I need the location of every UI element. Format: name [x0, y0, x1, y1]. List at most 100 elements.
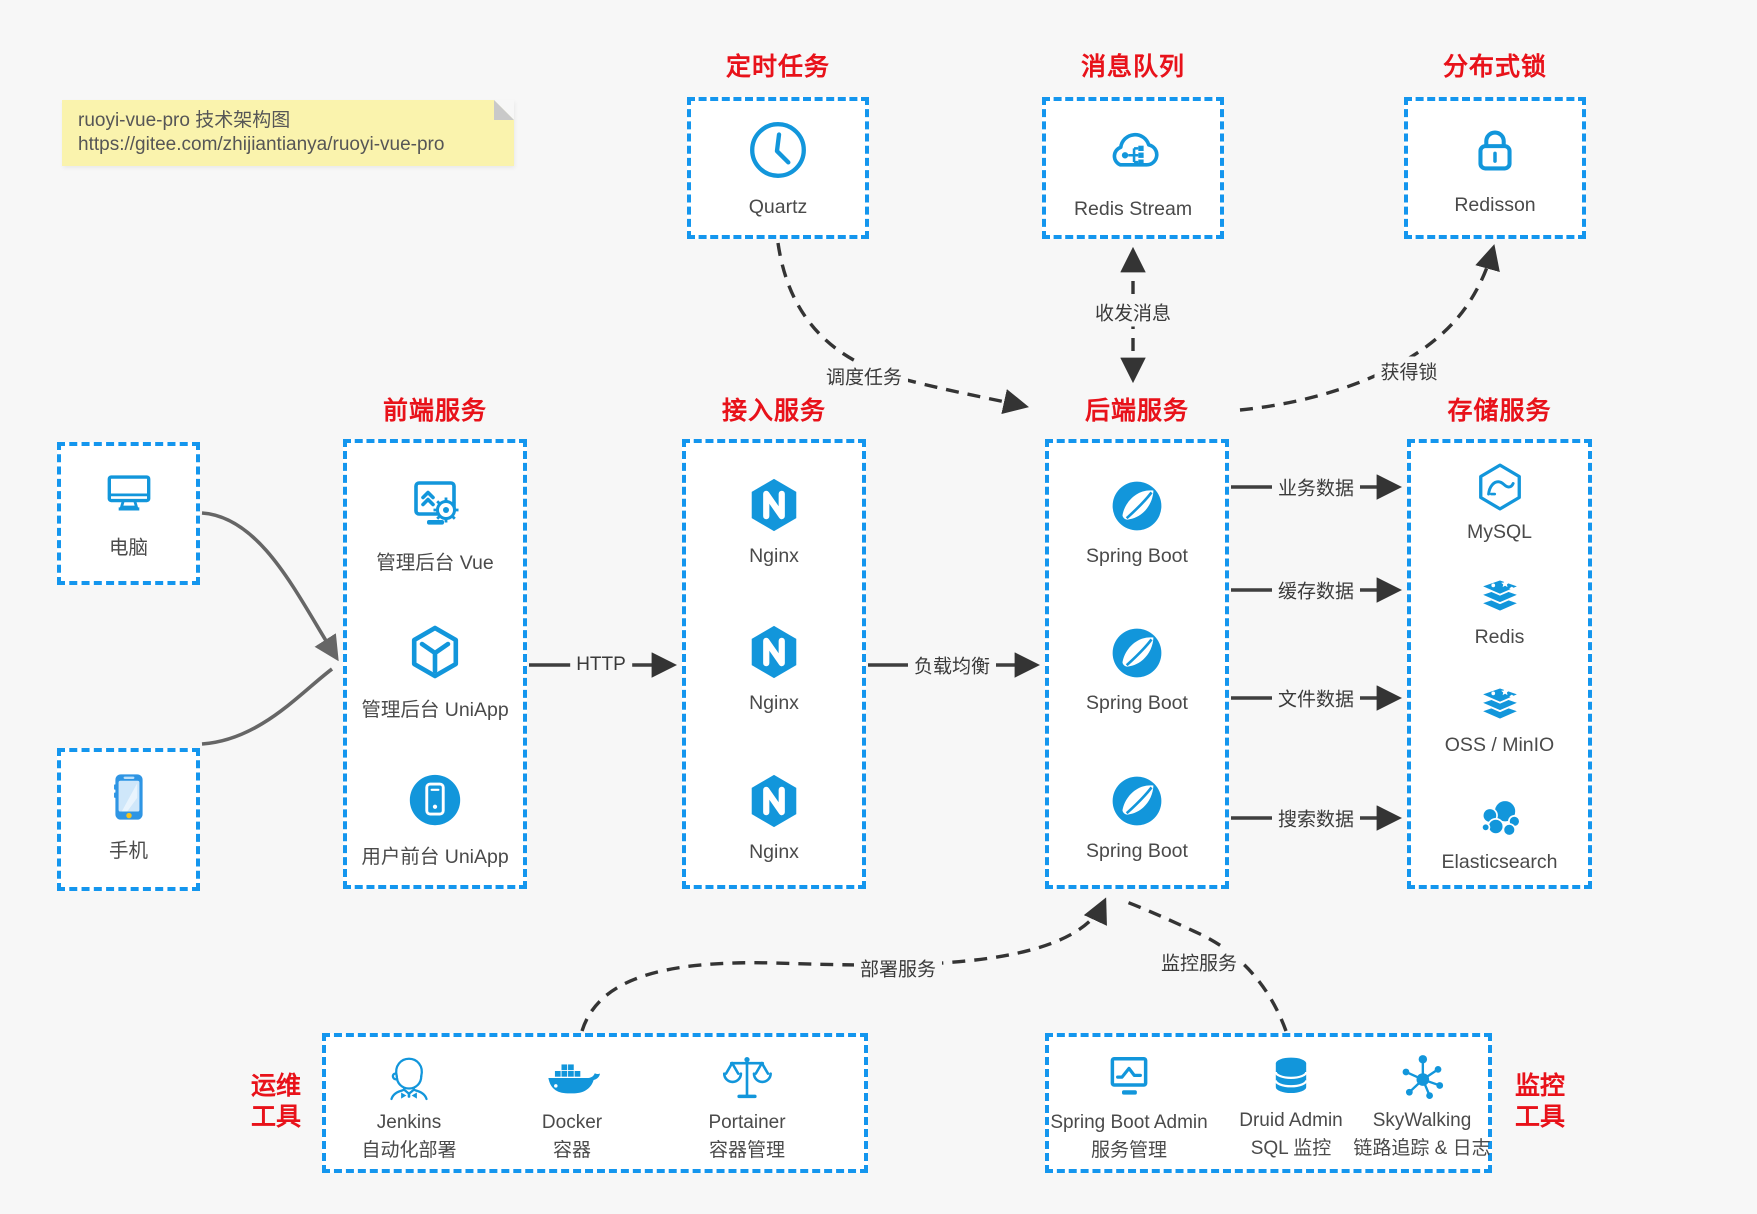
redis-stack-icon: [1473, 674, 1527, 728]
devops-title-line2: 工具: [250, 1103, 301, 1131]
spring-icon: [1107, 771, 1167, 831]
edge-label-monitor: 监控服务: [1154, 947, 1244, 977]
frontend-item-vue-label: 管理后台 Vue: [376, 552, 494, 574]
monitoring-item-druid: Druid Admin SQL 监控: [1201, 1050, 1381, 1160]
edge-label-http: HTTP: [570, 653, 632, 677]
skywalking-name: SkyWalking: [1372, 1110, 1472, 1131]
nginx-icon: [743, 770, 805, 832]
frontend-item-uniapp: 管理后台 UniApp: [347, 620, 523, 722]
redisson-box: Redisson: [1404, 97, 1586, 239]
monitor-chart-icon: [1101, 1050, 1157, 1106]
note-url: https://gitee.com/zhijiantianya/ruoyi-vu…: [78, 134, 445, 155]
edge-label-search-data: 搜索数据: [1271, 803, 1361, 833]
edge-label-business-data: 业务数据: [1271, 472, 1361, 502]
nginx-label: Nginx: [749, 692, 799, 714]
portainer-name: Portainer: [708, 1112, 786, 1133]
redis-stream-box: Redis Stream: [1042, 97, 1224, 239]
monitoring-title-line1: 监控: [1514, 1072, 1565, 1100]
sba-desc: 服务管理: [1090, 1140, 1167, 1161]
druid-name: Druid Admin: [1239, 1110, 1343, 1131]
redisson-label: Redisson: [1454, 194, 1536, 216]
redis-stack-icon: [1473, 566, 1527, 620]
mysql-label: MySQL: [1466, 521, 1532, 543]
nginx-label: Nginx: [749, 841, 799, 863]
backend-item-2: Spring Boot: [1049, 623, 1225, 715]
devops-item-docker: Docker 容器: [482, 1050, 662, 1162]
note-title: ruoyi-vue-pro 技术架构图: [78, 110, 291, 131]
smartphone-icon: [100, 768, 158, 826]
oss-minio-label: OSS / MinIO: [1444, 734, 1555, 756]
spring-boot-label: Spring Boot: [1086, 692, 1188, 714]
storage-column: MySQL Redis OSS / MinIO Elasticsearch: [1407, 439, 1592, 889]
spring-icon: [1107, 476, 1167, 536]
clock-icon: [745, 117, 811, 183]
devops-item-portainer: Portainer 容器管理: [657, 1050, 837, 1162]
storage-item-oss: OSS / MinIO: [1411, 674, 1588, 757]
spring-boot-label: Spring Boot: [1086, 840, 1188, 862]
lock-icon: [1464, 119, 1526, 181]
mysql-icon: [1472, 459, 1528, 515]
quartz-box: Quartz: [687, 97, 869, 239]
edge-label-cache-data: 缓存数据: [1271, 575, 1361, 605]
druid-desc: SQL 监控: [1250, 1138, 1332, 1159]
sba-name: Spring Boot Admin: [1050, 1112, 1208, 1133]
portainer-desc: 容器管理: [708, 1140, 785, 1161]
sticky-note: ruoyi-vue-pro 技术架构图 https://gitee.com/zh…: [62, 100, 514, 166]
group-title-scheduled: 定时任务: [725, 53, 830, 81]
monitoring-item-skywalking: SkyWalking 链路追踪 & 日志: [1332, 1050, 1512, 1160]
gateway-item-3: Nginx: [686, 770, 862, 864]
cloud-stream-icon: [1099, 117, 1167, 185]
frontend-item-uniapp-label: 管理后台 UniApp: [361, 699, 509, 721]
edge-label-file-data: 文件数据: [1271, 683, 1361, 713]
edge-label-message: 收发消息: [1088, 297, 1178, 327]
desktop-label: 电脑: [108, 537, 148, 559]
edge-label-deploy: 部署服务: [853, 953, 943, 983]
frontend-item-vue: 管理后台 Vue: [347, 473, 523, 575]
backend-column: Spring Boot Spring Boot Spring Boot: [1045, 439, 1229, 889]
frontend-item-userapp: 用户前台 UniApp: [347, 769, 523, 869]
devops-item-jenkins: Jenkins 自动化部署: [319, 1050, 499, 1162]
nginx-icon: [743, 621, 805, 683]
group-title-frontend: 前端服务: [382, 397, 487, 425]
gateway-item-2: Nginx: [686, 621, 862, 715]
group-title-mq: 消息队列: [1080, 53, 1185, 81]
group-title-storage: 存储服务: [1447, 397, 1552, 425]
skywalking-desc: 链路追踪 & 日志: [1353, 1138, 1491, 1159]
docker-icon: [544, 1050, 600, 1106]
nginx-icon: [743, 474, 805, 536]
uniapp-icon: [403, 620, 467, 684]
monitoring-box: Spring Boot Admin 服务管理 Druid Admin SQL 监…: [1045, 1033, 1492, 1173]
edge-acquire-lock: [1239, 244, 1500, 412]
admin-vue-icon: [403, 473, 467, 537]
jenkins-icon: [381, 1050, 437, 1106]
user-app-icon: [404, 769, 466, 831]
monitoring-title-line2: 工具: [1514, 1103, 1565, 1131]
jenkins-desc: 自动化部署: [361, 1140, 457, 1161]
edge-label-schedule: 调度任务: [819, 361, 909, 391]
jenkins-name: Jenkins: [376, 1112, 442, 1133]
devops-title-line1: 运维: [250, 1072, 301, 1100]
quartz-label: Quartz: [748, 196, 808, 218]
devops-box: Jenkins 自动化部署 Docker 容器 Portainer 容器管理: [322, 1033, 868, 1173]
desktop-icon: [99, 463, 159, 523]
gateway-column: Nginx Nginx Nginx: [682, 439, 866, 889]
storage-item-redis: Redis: [1411, 566, 1588, 649]
redis-stream-label: Redis Stream: [1073, 198, 1193, 220]
docker-desc: 容器: [552, 1140, 591, 1161]
spring-boot-label: Spring Boot: [1086, 545, 1188, 567]
phone-client-box: 手机: [57, 748, 200, 891]
topology-icon: [1395, 1050, 1449, 1104]
elasticsearch-icon: [1473, 791, 1527, 845]
edge-desktop-to-frontend: [201, 511, 339, 662]
frontend-column: 管理后台 Vue 管理后台 UniApp 用户前台 UniApp: [343, 439, 527, 889]
monitoring-item-sba: Spring Boot Admin 服务管理: [1039, 1050, 1219, 1162]
monitoring-title: 监控 工具: [1502, 1071, 1578, 1133]
spring-icon: [1107, 623, 1167, 683]
database-icon: [1264, 1050, 1318, 1104]
docker-name: Docker: [541, 1112, 603, 1133]
group-title-gateway: 接入服务: [721, 397, 826, 425]
devops-title: 运维 工具: [238, 1071, 314, 1133]
storage-item-mysql: MySQL: [1411, 459, 1588, 544]
edge-phone-to-frontend: [201, 667, 334, 746]
